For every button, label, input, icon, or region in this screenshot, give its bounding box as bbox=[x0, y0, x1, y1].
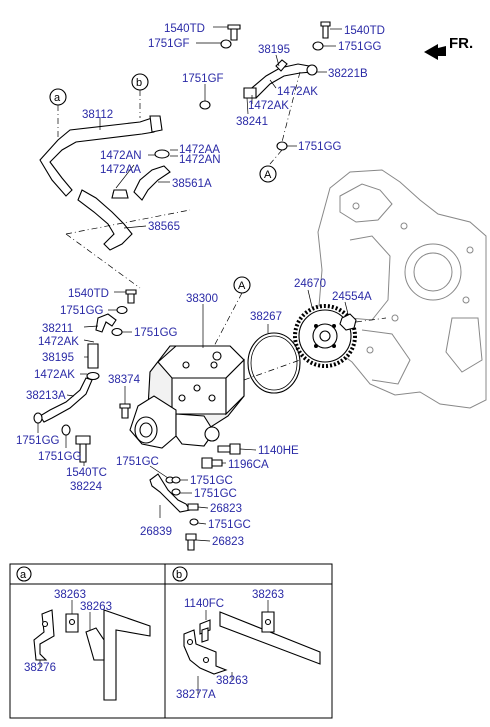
label-1751GF: 1751GF bbox=[182, 73, 224, 85]
label-1472AK: 1472AK bbox=[248, 100, 289, 112]
label-26839: 26839 bbox=[140, 526, 172, 538]
label-38300: 38300 bbox=[186, 293, 218, 305]
callout-A-top-text: A bbox=[264, 169, 272, 181]
label-1751GC: 1751GC bbox=[116, 456, 159, 468]
label-1472AK: 1472AK bbox=[38, 336, 79, 348]
fr-label: FR. bbox=[449, 35, 473, 52]
label-1540TD: 1540TD bbox=[164, 23, 205, 35]
label-24670: 24670 bbox=[294, 278, 326, 290]
label-26823: 26823 bbox=[212, 536, 244, 548]
label-38221B: 38221B bbox=[328, 68, 368, 80]
label-24554A: 24554A bbox=[332, 291, 372, 303]
label-1472AA: 1472AA bbox=[179, 144, 220, 156]
label-38561A: 38561A bbox=[172, 178, 212, 190]
callout-A-top bbox=[259, 165, 277, 183]
engine-block bbox=[317, 169, 487, 409]
detail-a-circle-text: a bbox=[20, 569, 27, 581]
label-1140HE: 1140HE bbox=[258, 445, 299, 457]
label-38565: 38565 bbox=[148, 221, 180, 233]
label-1196CA: 1196CA bbox=[228, 459, 269, 471]
label-38213A: 38213A bbox=[26, 390, 66, 402]
part-labels: 1540TD 1540TD 1751GF 1751GG 38195 38221B… bbox=[16, 23, 385, 548]
label-1751GG: 1751GG bbox=[134, 327, 178, 339]
label-38211: 38211 bbox=[42, 323, 73, 335]
label-38267: 38267 bbox=[250, 311, 282, 323]
label-1540TC: 1540TC bbox=[66, 467, 107, 479]
label-38112: 38112 bbox=[82, 109, 113, 121]
label-1472AK: 1472AK bbox=[34, 369, 75, 381]
front-arrow-icon bbox=[424, 44, 446, 60]
label-1472AN: 1472AN bbox=[179, 154, 221, 166]
detail-b-circle bbox=[172, 566, 188, 582]
callout-a-text: a bbox=[54, 92, 61, 104]
detail-panel: a 38263 38263 38276 b bbox=[9, 563, 333, 719]
label-1472AN: 1472AN bbox=[100, 150, 142, 162]
detail-b: b 1140FC 38263 38263 38277A bbox=[172, 566, 321, 701]
label-1751GF: 1751GF bbox=[148, 38, 190, 50]
label-38277A: 38277A bbox=[176, 689, 216, 701]
detail-b-circle-text: b bbox=[176, 569, 182, 581]
label-1751GC: 1751GC bbox=[208, 519, 251, 531]
label-38224: 38224 bbox=[70, 481, 103, 493]
gear-icon bbox=[293, 304, 357, 368]
callout-b-text: b bbox=[136, 77, 142, 89]
label-1751GG: 1751GG bbox=[60, 305, 104, 317]
label-26823: 26823 bbox=[210, 503, 242, 515]
label-1751GC: 1751GC bbox=[190, 475, 233, 487]
label-1751GG: 1751GG bbox=[16, 435, 60, 447]
label-38195: 38195 bbox=[42, 352, 74, 364]
label-38374: 38374 bbox=[108, 374, 141, 386]
label-1540TD: 1540TD bbox=[344, 25, 385, 37]
label-38276: 38276 bbox=[24, 662, 56, 674]
label-1751GG: 1751GG bbox=[298, 141, 342, 153]
detail-a-circle bbox=[16, 566, 32, 582]
label-38195: 38195 bbox=[258, 44, 290, 56]
detail-panel-frame bbox=[9, 563, 333, 719]
label-1140FC: 1140FC bbox=[184, 598, 224, 610]
label-38263: 38263 bbox=[80, 601, 112, 613]
callout-A-mid-text: A bbox=[238, 280, 246, 292]
label-38241: 38241 bbox=[236, 116, 268, 128]
compressor-group: A bbox=[33, 276, 387, 551]
label-1472AA: 1472AA bbox=[100, 164, 141, 176]
front-direction-indicator: FR. bbox=[424, 35, 473, 60]
hose-group: a b bbox=[39, 73, 191, 289]
label-38263: 38263 bbox=[54, 589, 86, 601]
label-1540TD: 1540TD bbox=[68, 288, 109, 300]
top-fittings-group: A bbox=[196, 21, 342, 183]
label-1472AK: 1472AK bbox=[277, 86, 318, 98]
label-38263: 38263 bbox=[216, 675, 248, 687]
label-1751GG: 1751GG bbox=[38, 451, 82, 463]
detail-a: a 38263 38263 38276 bbox=[16, 566, 151, 701]
label-1751GG: 1751GG bbox=[338, 41, 382, 53]
label-38263: 38263 bbox=[252, 589, 284, 601]
label-1751GC: 1751GC bbox=[194, 488, 237, 500]
